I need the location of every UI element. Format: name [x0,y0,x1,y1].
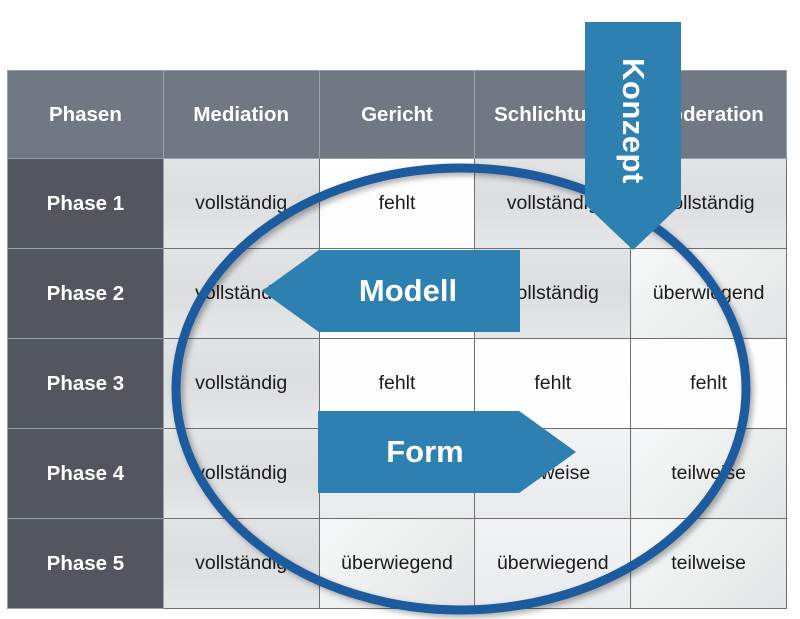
cell-phase-5-moderation: teilweise [630,518,787,609]
cell-phase-1-mediation: vollständig [162,158,320,249]
table-row: Phase 5 vollständig überwiegend überwieg… [7,518,787,609]
cell-phase-4-mediation: vollständig [162,428,320,519]
cell-phase-3-moderation: fehlt [630,338,787,429]
cell-phase-4-moderation: teilweise [630,428,787,519]
column-header-phasen: Phasen [7,70,164,159]
column-header-mediation: Mediation [162,70,320,159]
matrix-header-row: Phasen Mediation Gericht Schlichtung Mod… [7,70,787,159]
row-label-phase-4: Phase 4 [7,428,164,519]
row-label-phase-1: Phase 1 [7,158,164,249]
arrow-konzept-label: Konzept [616,58,651,184]
row-label-phase-2: Phase 2 [7,248,164,339]
arrow-konzept: Konzept [585,22,681,250]
cell-phase-1-gericht: fehlt [318,158,476,249]
cell-phase-2-moderation: überwiegend [630,248,787,339]
cell-phase-3-mediation: vollständig [162,338,320,429]
column-header-gericht: Gericht [318,70,476,159]
row-label-phase-5: Phase 5 [7,518,164,609]
arrow-modell: Modell [262,250,520,332]
arrow-form: Form [318,411,576,493]
cell-phase-5-gericht: überwiegend [318,518,476,609]
cell-phase-5-mediation: vollständig [162,518,320,609]
arrow-form-label: Form [386,434,464,469]
row-label-phase-3: Phase 3 [7,338,164,429]
arrow-modell-label: Modell [358,273,458,308]
cell-phase-5-schlichtung: überwiegend [474,518,632,609]
